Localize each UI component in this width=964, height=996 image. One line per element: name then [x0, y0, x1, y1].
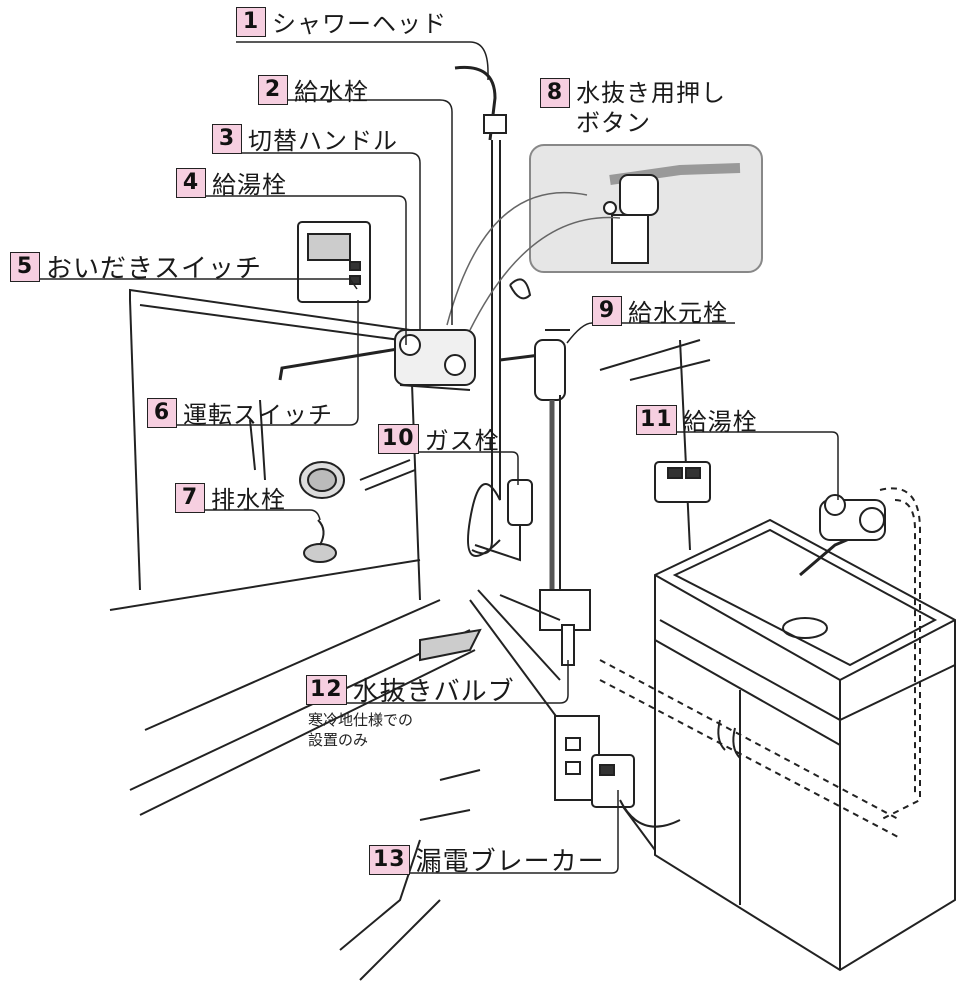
label-text: 切替ハンドル: [248, 127, 398, 155]
label-text: 排水栓: [211, 486, 286, 514]
label-text: 漏電ブレーカー: [415, 847, 605, 877]
label-number: 7: [175, 482, 205, 513]
label-number: 5: [10, 251, 40, 282]
label-text: ガス栓: [424, 427, 500, 455]
drain-valve-note: 寒冷地仕様での 設置のみ: [308, 711, 414, 749]
label-main-water-valve: 9 給水元栓: [592, 293, 728, 328]
label-reheat-switch: 5 おいだきスイッチ: [10, 248, 262, 285]
label-text: 運転スイッチ: [183, 401, 333, 429]
label-text: 給湯栓: [212, 171, 287, 199]
drain-parts: [299, 459, 416, 563]
label-gas-valve: 10 ガス栓: [378, 421, 500, 456]
label-text-line2: ボタン: [576, 109, 651, 137]
label-text: 給水元栓: [628, 299, 728, 327]
label-number: 6: [147, 397, 177, 428]
label-text: シャワーヘッド: [272, 10, 447, 38]
label-text: おいだきスイッチ: [46, 254, 263, 284]
label-drain-button: 8 水抜き用押し ボタン: [540, 78, 726, 138]
label-drain-plug: 7 排水栓: [175, 480, 286, 515]
label-number: 1: [236, 6, 266, 37]
bath-faucet: [278, 329, 476, 391]
shower: [454, 65, 532, 557]
label-text: 給水栓: [294, 78, 369, 106]
sink-cabinet: [599, 487, 956, 972]
label-number: 10: [378, 423, 419, 454]
breaker-unit: [554, 715, 681, 828]
bathtub: [109, 288, 476, 816]
label-number: 8: [540, 78, 570, 108]
label-hot-tap: 4 給湯栓: [176, 165, 287, 200]
sink-faucet: [799, 494, 886, 577]
remote-panel: [297, 221, 371, 303]
label-text: 水抜き用押し: [576, 79, 726, 107]
water-heater: [654, 461, 711, 503]
label-power-switch: 6 運転スイッチ: [147, 395, 333, 430]
label-number: 13: [369, 844, 410, 875]
label-drain-valve: 12 水抜きバルブ: [306, 671, 515, 708]
label-number: 3: [212, 123, 242, 154]
label-text-block: 水抜き用押し ボタン: [576, 78, 726, 138]
label-sink-hot-tap: 11 給湯栓: [636, 402, 758, 437]
label-earth-leakage-breaker: 13 漏電ブレーカー: [369, 841, 605, 878]
label-shower-head: 1 シャワーヘッド: [236, 4, 447, 39]
label-switch-handle: 3 切替ハンドル: [212, 121, 398, 156]
label-text: 水抜きバルブ: [352, 677, 515, 707]
label-number: 9: [592, 295, 622, 326]
label-number: 2: [258, 74, 288, 105]
leader-lines: [10, 41, 839, 874]
label-text: 給湯栓: [682, 408, 758, 436]
label-number: 4: [176, 167, 206, 198]
label-cold-tap: 2 給水栓: [258, 72, 369, 107]
gas-valve: [474, 479, 533, 562]
label-number: 11: [636, 404, 677, 435]
supply-valve: [499, 329, 591, 666]
inset-panel: [446, 144, 763, 331]
label-number: 12: [306, 674, 347, 705]
